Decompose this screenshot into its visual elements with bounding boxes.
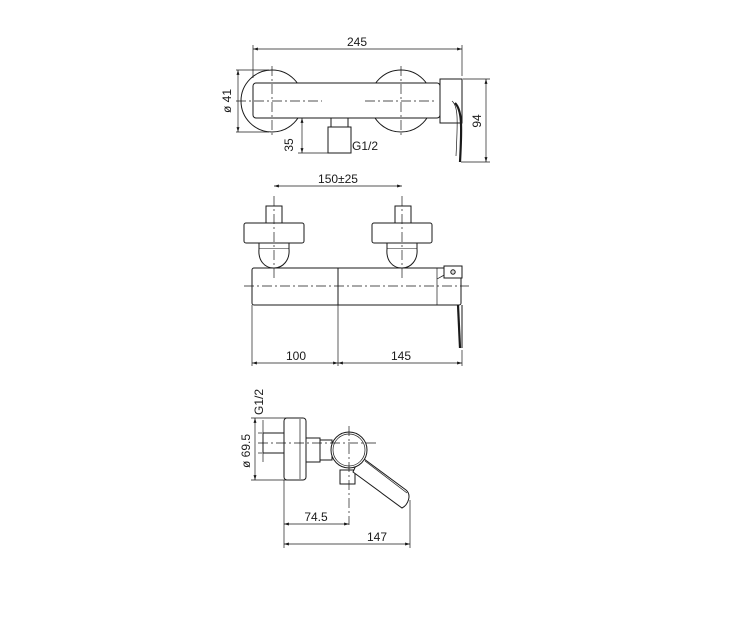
mixer-body-top: [252, 82, 441, 119]
lever-handle-top: [454, 102, 463, 163]
dim-flange-diameter: ø 69.5: [239, 434, 253, 468]
dim-outlet-offset: 35: [282, 138, 296, 152]
lever-arm-side: [352, 455, 410, 509]
dim-handle-diameter: ø 41: [220, 89, 234, 113]
dim-inlet-spacing: 150±25: [318, 172, 358, 186]
wall-flange: [283, 417, 307, 481]
dim-depth: 94: [470, 114, 484, 128]
lever-base-top: [439, 78, 463, 124]
outlet-fitting-top: [330, 117, 349, 128]
dim-total-width: 245: [347, 35, 367, 49]
mixer-body-front: [251, 267, 462, 306]
lever-handle-front: [456, 304, 462, 349]
dim-right: 145: [391, 349, 411, 363]
dim-projection: 74.5: [304, 510, 328, 524]
dim-thread: G1/2: [252, 389, 266, 415]
dim-overall: 147: [367, 530, 387, 544]
top-view: 245 ø 41 94 35 G1/2: [220, 35, 490, 163]
front-view: 150±25 100 145: [243, 172, 469, 366]
dim-left: 100: [286, 349, 306, 363]
outlet-fitting-side: [339, 469, 356, 485]
side-view: G1/2 ø 69.5 74.5 147: [239, 389, 411, 548]
right-handle-knob: [394, 205, 412, 224]
dim-outlet-thread: G1/2: [352, 139, 378, 153]
